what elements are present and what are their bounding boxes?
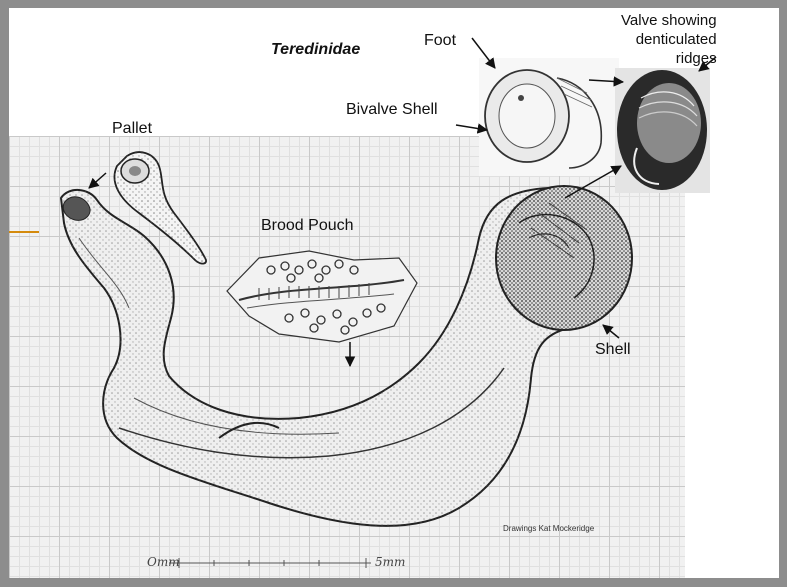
arrow-pallet (89, 173, 106, 188)
illustration (9, 8, 779, 578)
figure-title: Teredinidae (271, 40, 360, 59)
valve-drawing (615, 68, 710, 193)
arrow-shell (603, 325, 619, 338)
shell-drawing (496, 186, 632, 330)
label-pallet: Pallet (112, 119, 152, 138)
scale-end-label: 5mm (375, 555, 405, 569)
label-brood-pouch: Brood Pouch (261, 216, 354, 235)
label-valve: Valve showing denticulated ridges (621, 11, 717, 68)
brood-pouch-drawing (227, 251, 417, 342)
label-bivalve-shell: Bivalve Shell (346, 100, 438, 119)
label-foot: Foot (424, 31, 456, 50)
slide: Teredinidae Foot Valve showing denticula… (9, 8, 779, 578)
bivalve-shell-drawing (479, 58, 619, 176)
scale-bar (169, 558, 371, 568)
scale-start-label: Omm (147, 555, 180, 569)
label-shell: Shell (595, 340, 631, 359)
artist-credit: Drawings Kat Mockeridge (503, 524, 594, 533)
